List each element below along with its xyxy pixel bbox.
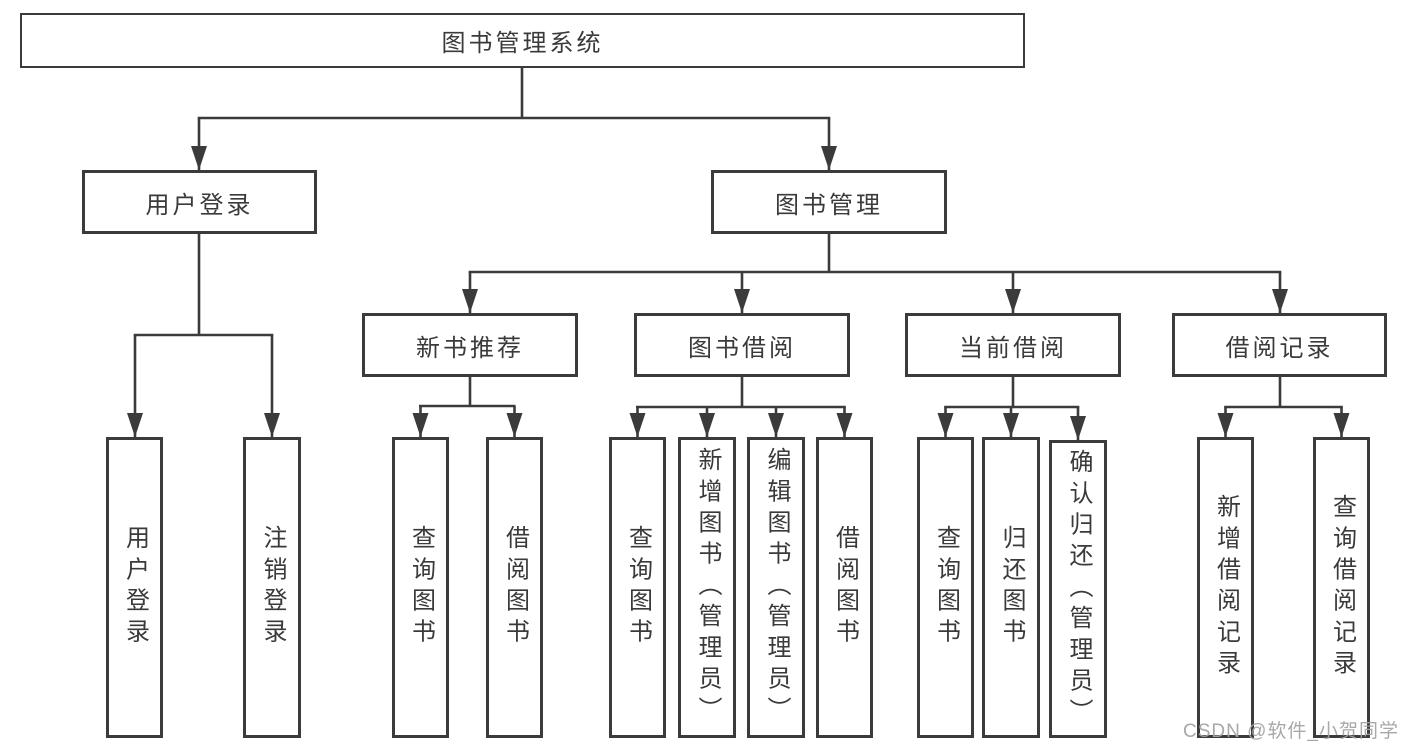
leaf-borrow-book: 借阅图书 [816,437,873,738]
node-label: 用户登录 [145,191,254,219]
node-label: 图书借阅 [688,334,796,362]
node-label: 图书管理 [775,191,883,219]
node-label: 注销登录 [259,525,286,650]
node-book-management-branch: 图书管理 [711,170,947,234]
leaf-query-borrow-record: 查询借阅记录 [1313,437,1370,738]
node-label: 归还图书 [998,525,1025,650]
node-library-management-system: 图书管理系统 [20,13,1025,68]
csdn-watermark: CSDN @软件_小贺同学 [1183,721,1399,742]
leaf-borrow-book-recommend: 借阅图书 [486,437,543,738]
node-label: 图书管理系统 [441,30,604,57]
node-label: 新书推荐 [416,334,524,362]
node-book-borrow: 图书借阅 [634,313,850,377]
node-label: 查询借阅记录 [1328,493,1356,682]
leaf-query-book-current: 查询图书 [917,437,974,738]
node-label: 查询图书 [624,525,652,650]
node-label: 借阅图书 [831,525,859,650]
node-borrow-record: 借阅记录 [1172,313,1387,377]
leaf-add-book-admin: 新增图书（管理员） [678,437,736,738]
leaf-add-borrow-record: 新增借阅记录 [1197,437,1254,738]
node-user-login-branch: 用户登录 [82,170,317,234]
leaf-edit-book-admin: 编辑图书（管理员） [747,437,805,738]
leaf-return-book: 归还图书 [982,437,1040,738]
leaf-query-book-recommend: 查询图书 [392,437,449,738]
node-label: 新增借阅记录 [1212,493,1240,682]
node-label: 新增图书（管理员） [694,447,721,728]
node-label: 借阅图书 [501,525,529,650]
leaf-logout: 注销登录 [243,437,301,738]
node-label: 用户登录 [121,525,149,650]
node-new-book-recommend: 新书推荐 [362,313,578,377]
node-label: 借阅记录 [1225,334,1334,362]
node-label: 查询图书 [407,525,435,650]
node-label: 编辑图书（管理员） [763,447,790,728]
node-label: 查询图书 [932,525,960,650]
node-label: 当前借阅 [959,334,1067,362]
leaf-user-login: 用户登录 [106,437,163,738]
leaf-confirm-return-admin: 确认归还（管理员） [1049,440,1107,738]
node-label: 确认归还（管理员） [1065,448,1092,730]
leaf-query-book-borrow: 查询图书 [609,437,666,738]
node-current-borrow: 当前借阅 [905,313,1121,377]
